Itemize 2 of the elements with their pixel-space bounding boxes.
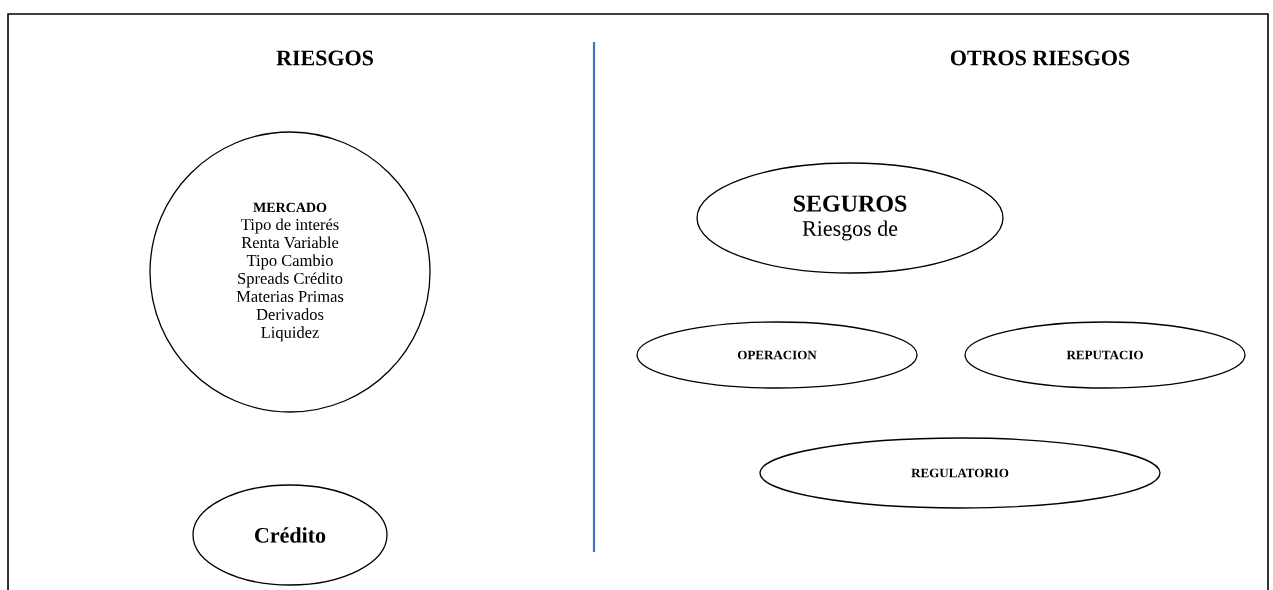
section-heading: OTROS RIESGOS — [950, 50, 1130, 66]
section-heading: RIESGOS — [276, 50, 373, 66]
